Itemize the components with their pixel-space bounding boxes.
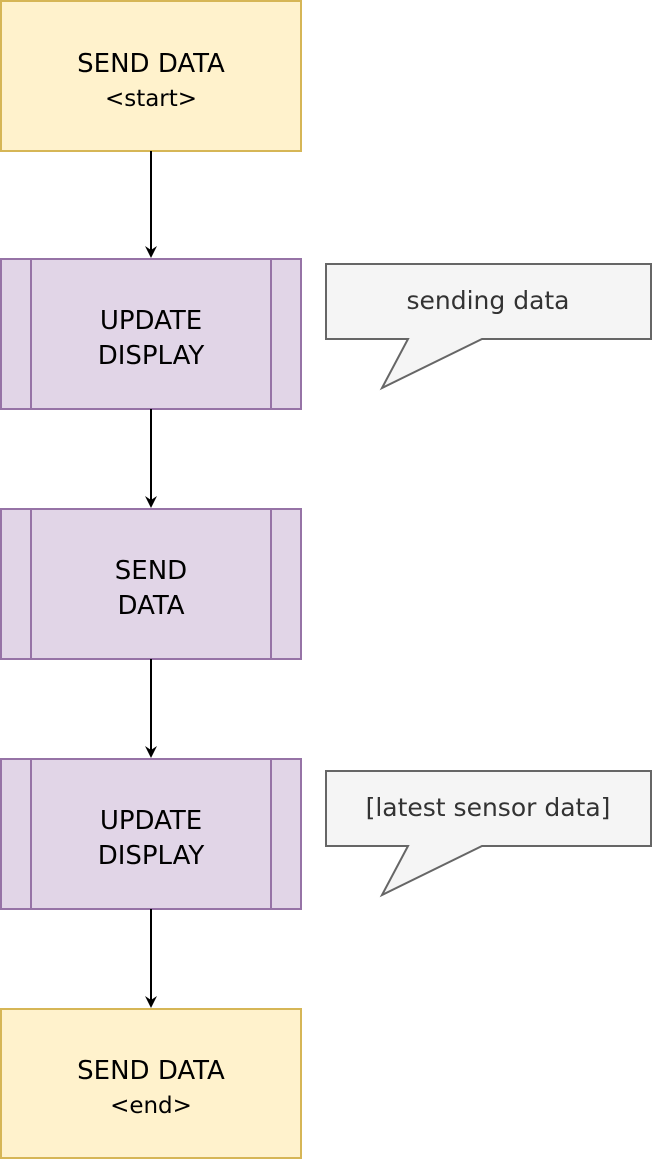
update-display-1-line1: UPDATE bbox=[100, 306, 202, 336]
callout-sending-data-shape bbox=[325, 263, 652, 391]
callout-latest-sensor-data-shape bbox=[325, 770, 652, 898]
callout-sending-data-text: sending data bbox=[406, 286, 569, 315]
start-node[interactable]: SEND DATA <start> bbox=[0, 0, 302, 152]
end-node[interactable]: SEND DATA <end> bbox=[0, 1008, 302, 1159]
update-display-2-line1: UPDATE bbox=[100, 806, 202, 836]
start-node-title: SEND DATA bbox=[77, 49, 225, 79]
start-node-box bbox=[0, 0, 302, 152]
end-node-box bbox=[0, 1008, 302, 1159]
update-display-2-line2: DISPLAY bbox=[98, 841, 205, 871]
send-data-line2: DATA bbox=[118, 591, 185, 621]
end-node-subtitle: <end> bbox=[110, 1093, 192, 1119]
update-display-1-line2: DISPLAY bbox=[98, 341, 205, 371]
send-data-box bbox=[0, 508, 302, 660]
update-display-node-1[interactable]: UPDATE DISPLAY bbox=[0, 258, 302, 410]
update-display-1-box bbox=[0, 258, 302, 410]
update-display-node-2[interactable]: UPDATE DISPLAY bbox=[0, 758, 302, 910]
callout-latest-sensor-data: [latest sensor data] bbox=[325, 770, 652, 898]
start-node-subtitle: <start> bbox=[105, 86, 197, 112]
send-data-line1: SEND bbox=[115, 556, 187, 586]
callout-sending-data: sending data bbox=[325, 263, 652, 391]
callout-latest-sensor-data-text: [latest sensor data] bbox=[366, 793, 611, 822]
send-data-node[interactable]: SEND DATA bbox=[0, 508, 302, 660]
end-node-title: SEND DATA bbox=[77, 1056, 225, 1086]
update-display-2-box bbox=[0, 758, 302, 910]
